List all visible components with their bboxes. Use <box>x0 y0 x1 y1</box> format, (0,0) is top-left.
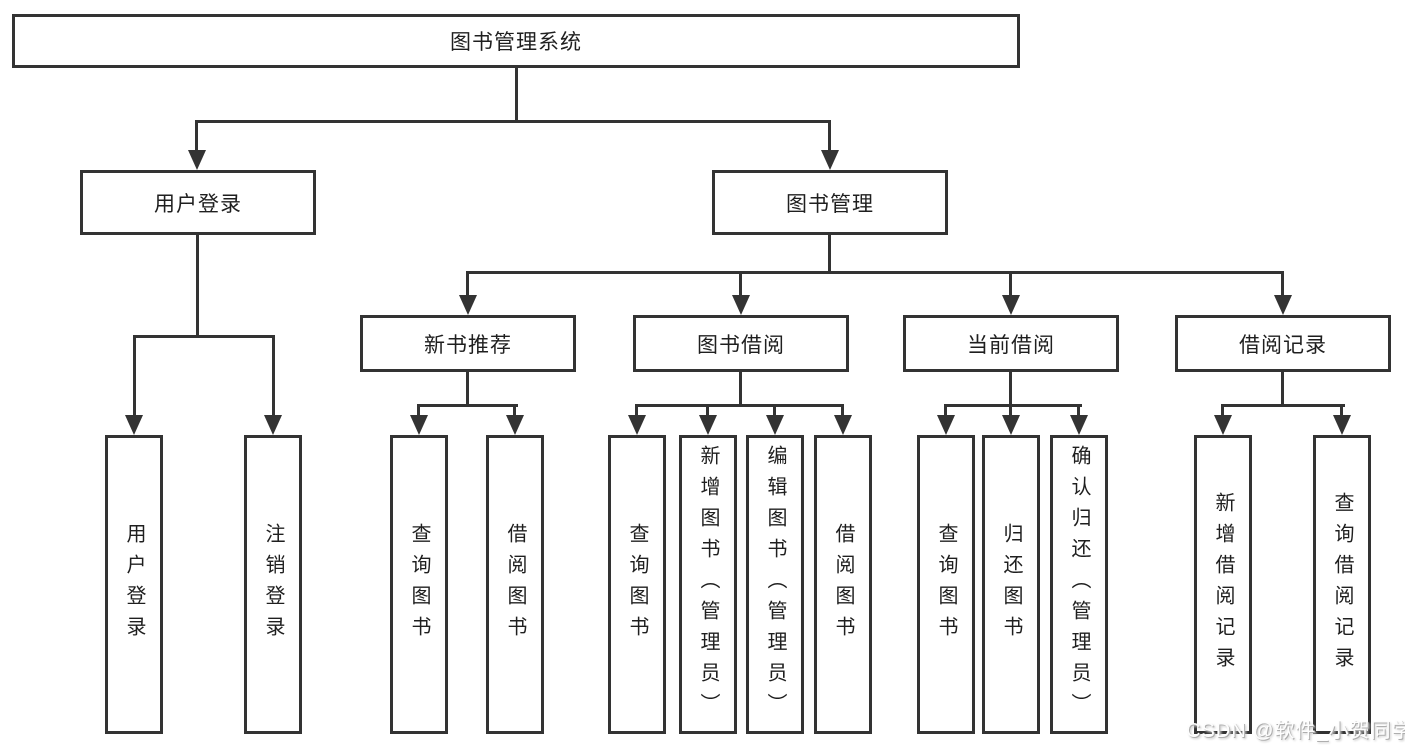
connector-drop-book-mgmt <box>828 120 831 152</box>
connector-g1-drop-2 <box>513 404 516 417</box>
node-leaf-cb-query-books: 查询图书 <box>917 435 975 734</box>
arrowhead-current-borrow <box>1002 295 1020 315</box>
node-new-book-recommend: 新书推荐 <box>360 315 576 372</box>
node-leaf-logout-label: 注销登录 <box>262 522 284 647</box>
node-leaf-user-login-label: 用户登录 <box>123 522 145 647</box>
node-book-borrowing-label: 图书借阅 <box>697 333 785 357</box>
arrowhead-g2-1 <box>628 415 646 435</box>
connector-drop-leaf-logout <box>272 335 275 417</box>
connector-g3-split <box>944 404 1082 407</box>
node-leaf-bb-add-books-admin-label: 新增图书（管理员） <box>697 445 719 724</box>
arrowhead-g2-3 <box>766 415 784 435</box>
connector-g3-drop-2 <box>1009 404 1012 417</box>
connector-g3-drop-3 <box>1077 404 1080 417</box>
connector-g1-drop-1 <box>417 404 420 417</box>
node-leaf-br-query-record: 查询借阅记录 <box>1313 435 1371 734</box>
connector-drop-new-book <box>466 271 469 297</box>
node-leaf-logout: 注销登录 <box>244 435 302 734</box>
node-current-borrowing: 当前借阅 <box>903 315 1119 372</box>
connector-g2-drop-1 <box>635 404 638 417</box>
node-leaf-nb-query-books: 查询图书 <box>390 435 448 734</box>
arrowhead-g4-1 <box>1214 415 1232 435</box>
csdn-watermark: CSDN @软件_小贺同学 <box>1186 720 1405 742</box>
arrowhead-book-mgmt <box>821 150 839 170</box>
arrowhead-g3-3 <box>1070 415 1088 435</box>
node-leaf-user-login: 用户登录 <box>105 435 163 734</box>
arrowhead-g2-4 <box>834 415 852 435</box>
connector-g3-drop-1 <box>944 404 947 417</box>
node-user-login-label: 用户登录 <box>154 192 242 216</box>
connector-book-mgmt-trunk <box>828 235 831 273</box>
connector-user-login-split <box>133 335 275 338</box>
connector-drop-borrow-records <box>1281 271 1284 297</box>
node-leaf-cb-return-books: 归还图书 <box>982 435 1040 734</box>
node-leaf-bb-borrow-books-label: 借阅图书 <box>832 522 854 647</box>
arrowhead-g1-2 <box>506 415 524 435</box>
node-root-system: 图书管理系统 <box>12 14 1020 68</box>
connector-drop-current-borrow <box>1009 271 1012 297</box>
node-borrowing-records: 借阅记录 <box>1175 315 1391 372</box>
connector-g4-trunk <box>1281 372 1284 406</box>
connector-drop-leaf-login <box>133 335 136 417</box>
connector-root-trunk <box>515 66 518 122</box>
node-leaf-bb-add-books-admin: 新增图书（管理员） <box>679 435 737 734</box>
arrowhead-borrow-records <box>1274 295 1292 315</box>
node-current-borrowing-label: 当前借阅 <box>967 333 1055 357</box>
node-book-borrowing: 图书借阅 <box>633 315 849 372</box>
connector-drop-user-login <box>195 120 198 152</box>
connector-drop-book-borrow <box>739 271 742 297</box>
arrowhead-g1-1 <box>410 415 428 435</box>
node-leaf-br-add-record-label: 新增借阅记录 <box>1212 491 1234 678</box>
arrowhead-leaf-login <box>125 415 143 435</box>
node-leaf-cb-confirm-return-admin: 确认归还（管理员） <box>1050 435 1108 734</box>
connector-g4-split <box>1221 404 1345 407</box>
node-leaf-bb-edit-books-admin: 编辑图书（管理员） <box>746 435 804 734</box>
connector-book-mgmt-split <box>466 271 1284 274</box>
connector-user-login-trunk <box>196 235 199 337</box>
connector-g2-trunk <box>739 372 742 406</box>
connector-g2-drop-2 <box>706 404 709 417</box>
arrowhead-user-login <box>188 150 206 170</box>
node-leaf-bb-query-books: 查询图书 <box>608 435 666 734</box>
node-leaf-nb-query-books-label: 查询图书 <box>408 522 430 647</box>
connector-g2-split <box>635 404 844 407</box>
node-book-management: 图书管理 <box>712 170 948 235</box>
arrowhead-leaf-logout <box>264 415 282 435</box>
connector-root-split <box>195 120 831 123</box>
connector-g1-trunk <box>466 372 469 406</box>
node-leaf-br-add-record: 新增借阅记录 <box>1194 435 1252 734</box>
node-leaf-cb-query-books-label: 查询图书 <box>935 522 957 647</box>
arrowhead-new-book <box>459 295 477 315</box>
node-root-label: 图书管理系统 <box>450 31 582 54</box>
connector-g3-trunk <box>1009 372 1012 406</box>
node-leaf-nb-borrow-books-label: 借阅图书 <box>504 522 526 647</box>
arrowhead-g2-2 <box>699 415 717 435</box>
arrowhead-g4-2 <box>1333 415 1351 435</box>
connector-g4-drop-1 <box>1221 404 1224 417</box>
arrowhead-g3-1 <box>937 415 955 435</box>
arrowhead-book-borrow <box>732 295 750 315</box>
connector-g2-drop-4 <box>841 404 844 417</box>
connector-g4-drop-2 <box>1340 404 1343 417</box>
node-borrowing-records-label: 借阅记录 <box>1239 333 1327 357</box>
node-leaf-br-query-record-label: 查询借阅记录 <box>1331 491 1353 678</box>
arrowhead-g3-2 <box>1002 415 1020 435</box>
node-leaf-bb-edit-books-admin-label: 编辑图书（管理员） <box>764 445 786 724</box>
connector-g2-drop-3 <box>773 404 776 417</box>
node-leaf-bb-borrow-books: 借阅图书 <box>814 435 872 734</box>
node-user-login: 用户登录 <box>80 170 316 235</box>
node-leaf-cb-return-books-label: 归还图书 <box>1000 522 1022 647</box>
node-leaf-cb-confirm-return-admin-label: 确认归还（管理员） <box>1068 445 1090 724</box>
node-new-book-recommend-label: 新书推荐 <box>424 333 512 357</box>
connector-g1-split <box>417 404 518 407</box>
node-leaf-nb-borrow-books: 借阅图书 <box>486 435 544 734</box>
node-leaf-bb-query-books-label: 查询图书 <box>626 522 648 647</box>
node-book-management-label: 图书管理 <box>786 192 874 216</box>
